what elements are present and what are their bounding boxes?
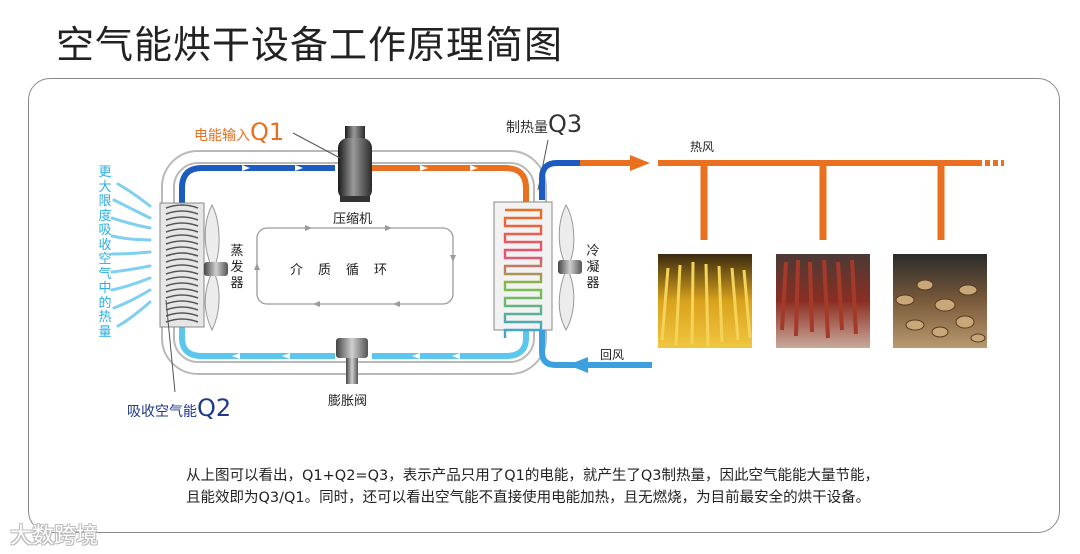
pipe-top-hot xyxy=(372,165,529,205)
medium-cycle-label: 介质循环 xyxy=(290,263,403,278)
diagram-frame xyxy=(28,78,1060,533)
incoming-air-waves xyxy=(110,182,152,328)
hot-air-duct xyxy=(539,155,1004,240)
condenser-label: 冷凝器 xyxy=(586,244,600,291)
fan-icon xyxy=(204,203,228,332)
product-photo-corn xyxy=(658,254,752,348)
compressor-icon xyxy=(338,126,372,202)
pipe-top-cold xyxy=(179,165,335,205)
q3-mark: Q3 xyxy=(548,110,583,138)
q2-prefix: 吸收空气能 xyxy=(127,404,197,420)
q1-mark: Q1 xyxy=(250,118,285,146)
return-air-label: 回风 xyxy=(600,348,625,362)
return-air-duct xyxy=(539,330,652,373)
evaporator-label: 蒸发器 xyxy=(230,244,244,291)
caption-line-1: 从上图可以看出，Q1+Q2=Q3，表示产品只用了Q1的电能，就产生了Q3制热量，… xyxy=(186,468,879,484)
expansion-valve-label: 膨胀阀 xyxy=(328,394,368,409)
caption-line-2: 且能效即为Q3/Q1。同时，还可以看出空气能不直接使用电能加热，且无燃烧，为目前… xyxy=(186,490,871,506)
q3-label: 制热量Q3 xyxy=(506,110,582,138)
pipe-bottom-cold xyxy=(179,325,529,359)
q1-label: 电能输入Q1 xyxy=(194,118,284,146)
absorb-heat-label: 更大限度吸收空气中的热量 xyxy=(98,165,112,340)
fan-icon xyxy=(558,203,582,332)
compressor-label: 压缩机 xyxy=(333,212,373,227)
q2-mark: Q2 xyxy=(197,394,232,422)
watermark: 大数跨境 xyxy=(10,524,99,549)
page-title: 空气能烘干设备工作原理简图 xyxy=(56,23,564,67)
product-photo-sausage xyxy=(776,254,870,348)
q2-label: 吸收空气能Q2 xyxy=(127,394,231,422)
q1-prefix: 电能输入 xyxy=(194,128,250,144)
q3-prefix: 制热量 xyxy=(506,120,548,136)
expansion-valve-icon xyxy=(336,338,368,384)
caption: 从上图可以看出，Q1+Q2=Q3，表示产品只用了Q1的电能，就产生了Q3制热量，… xyxy=(186,465,1026,509)
condenser-coil-icon xyxy=(493,201,553,338)
flow-arrows xyxy=(232,165,478,359)
product-photo-mushroom xyxy=(893,254,987,348)
hot-air-label: 热风 xyxy=(690,140,715,154)
